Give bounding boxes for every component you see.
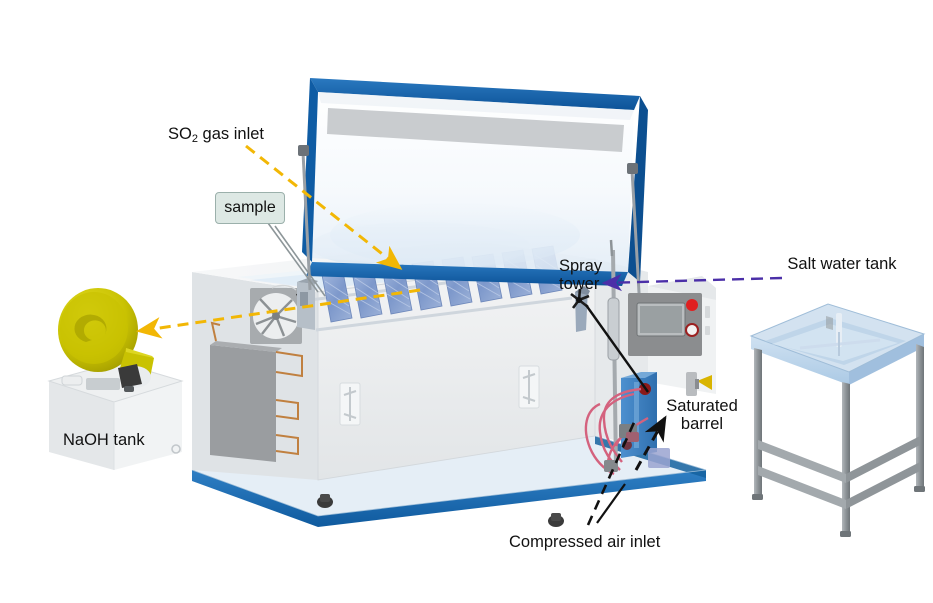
indicator-light-red [686,299,698,311]
naoh-blower-fan [58,288,154,378]
naoh-return-arrow [136,288,421,339]
callout-sample: sample [215,192,285,224]
spray-tower-leader [585,304,649,393]
naoh-pump-assembly [61,364,151,392]
rack-bracket [297,278,318,330]
saturated-barrel [621,372,657,458]
tank-support-table [752,316,925,537]
indicator-button-red [685,323,699,337]
chamber-lid[interactable] [302,78,648,286]
label-so2-gas-inlet: SO2 gas inlet [168,125,265,145]
sample-callout-leader-2 [274,225,326,297]
saturated-barrel-arrow [634,415,667,471]
salt-water-tank [749,303,926,385]
label-spray-tower: Spray tower [559,257,603,294]
lid-support-strut [298,145,642,311]
label-naoh-tank: NaOH tank [63,431,145,449]
machine-compartment [210,321,303,462]
outlet-valve [686,372,712,396]
compressed-air-leader [596,483,626,524]
compressed-air-arrow [586,417,638,526]
callout-sample-label: sample [224,199,276,216]
sample-callout-leader [267,222,319,293]
so2-gas-inlet-arrow [245,144,403,270]
label-saturated-barrel: Saturated barrel [666,397,738,434]
caster-wheels [317,494,564,527]
control-panel[interactable] [628,276,716,394]
salt-water-tank-arrow [601,273,783,292]
label-salt-water-tank: Salt water tank [787,255,897,273]
chamber-latch[interactable] [518,365,540,409]
chamber-latch[interactable] [339,382,361,426]
label-compressed-air-inlet: Compressed air inlet [509,533,661,551]
tubing-fittings [604,424,670,472]
spray-nozzle [570,286,590,332]
